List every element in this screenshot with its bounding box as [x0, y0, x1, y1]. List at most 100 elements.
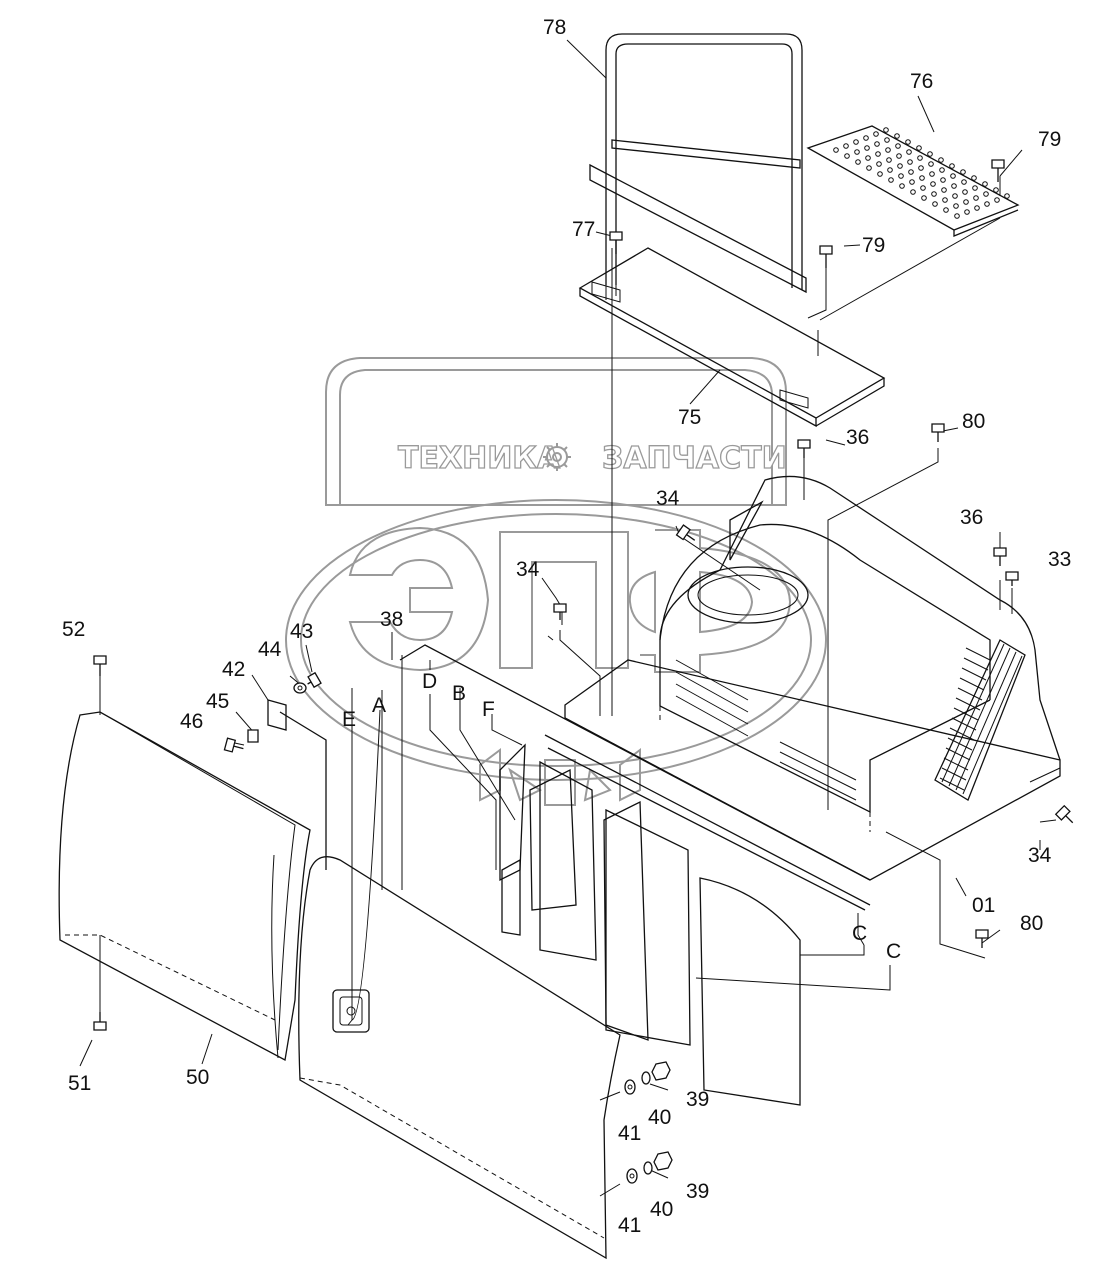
perforation-hole — [918, 165, 924, 171]
label-34-right: 34 — [1028, 844, 1052, 867]
bolt-icon — [307, 671, 322, 689]
label-36-top: 36 — [846, 426, 869, 449]
grille-line — [951, 717, 977, 731]
watermark-left-word: ТЕХНИКА — [398, 441, 561, 476]
side-panels — [399, 644, 871, 1106]
perforation-hole — [896, 153, 902, 159]
perforation-hole — [930, 181, 936, 187]
perforation-hole — [855, 159, 861, 165]
label-42: 42 — [222, 658, 245, 681]
bolt-icon — [675, 524, 696, 541]
perforation-hole — [916, 145, 922, 151]
perforation-hole — [866, 165, 872, 171]
perforation-hole — [874, 141, 880, 147]
lock-washer-icon — [643, 1161, 653, 1175]
nut-icon — [653, 1151, 673, 1171]
perforation-hole — [894, 133, 900, 139]
perforation-hole — [864, 145, 870, 151]
lock-washer-icon — [641, 1071, 651, 1085]
perforation-hole — [886, 157, 892, 163]
label-C-left: C — [852, 922, 867, 945]
label-E: E — [342, 708, 356, 731]
perforation-hole — [883, 127, 889, 133]
bolt-icon — [797, 439, 811, 458]
grille-line — [941, 643, 1005, 783]
bolt-icon — [93, 655, 107, 676]
perforation-hole — [854, 149, 860, 155]
perforation-hole — [942, 197, 948, 203]
door-50 — [58, 711, 311, 1061]
washer-icon — [626, 1168, 638, 1184]
label-40-upper: 40 — [648, 1106, 671, 1129]
perforation-hole — [1004, 193, 1010, 199]
perforation-hole — [844, 153, 850, 159]
perforation-hole — [941, 187, 947, 193]
label-44: 44 — [258, 638, 282, 661]
perforation-hole — [905, 139, 911, 145]
bolt-icon — [975, 929, 989, 948]
grille-line — [943, 757, 969, 771]
label-D: D — [422, 670, 437, 693]
perforation-hole — [929, 171, 935, 177]
fasteners — [93, 159, 1074, 1184]
label-80-bottom: 80 — [1020, 912, 1043, 935]
perforation-hole — [865, 155, 871, 161]
perforation-hole — [895, 143, 901, 149]
grille-line — [961, 667, 987, 681]
perforation-hole — [927, 151, 933, 157]
perforation-hole — [954, 213, 960, 219]
part-labels: 78 76 79 77 79 75 80 36 34 34 36 33 38 5… — [62, 16, 1071, 1237]
perforation-hole — [974, 205, 980, 211]
perforation-hole — [884, 137, 890, 143]
gear-icon — [543, 443, 571, 471]
bolt-icon — [223, 737, 244, 753]
label-F: F — [482, 698, 495, 721]
label-34-mid: 34 — [516, 558, 540, 581]
perforation-hole — [876, 161, 882, 167]
label-33: 33 — [1048, 548, 1071, 571]
plate-75 — [578, 247, 886, 428]
leader-lines — [79, 39, 1061, 1197]
bolt-icon — [93, 1012, 107, 1031]
label-36-right: 36 — [960, 506, 983, 529]
grille-line — [945, 747, 971, 761]
bolt-icon — [991, 159, 1005, 182]
label-C-right: C — [886, 940, 901, 963]
label-76: 76 — [910, 70, 933, 93]
nut-icon — [651, 1061, 671, 1081]
bolt-icon — [609, 231, 623, 254]
perforation-hole — [932, 201, 938, 207]
grille-line — [963, 657, 989, 671]
grille-line — [957, 687, 983, 701]
perforation-hole — [931, 191, 937, 197]
label-B: B — [452, 682, 466, 705]
bolt-icon — [819, 245, 833, 268]
perforation-hole — [972, 185, 978, 191]
perforation-hole — [907, 159, 913, 165]
label-52: 52 — [62, 618, 85, 641]
cover-01 — [564, 475, 1061, 959]
perforation-hole — [921, 195, 927, 201]
label-43: 43 — [290, 620, 313, 643]
label-34-upper: 34 — [656, 487, 680, 510]
perforation-hole — [928, 161, 934, 167]
label-80-top: 80 — [962, 410, 985, 433]
label-78: 78 — [543, 16, 566, 39]
perforation-hole — [888, 177, 894, 183]
clip-icon — [247, 729, 259, 743]
door-latch — [332, 989, 370, 1033]
perforation-hole — [961, 179, 967, 185]
label-39-lower: 39 — [686, 1180, 709, 1203]
label-41-upper: 41 — [618, 1122, 641, 1145]
bolt-icon — [553, 603, 567, 620]
label-01: 01 — [972, 894, 995, 917]
perforation-hole — [940, 177, 946, 183]
perforation-hole — [898, 173, 904, 179]
perforation-hole — [994, 197, 1000, 203]
label-75: 75 — [678, 406, 701, 429]
washer-icon — [293, 682, 307, 694]
bolt-icon — [1005, 571, 1019, 586]
step-plate-76 — [806, 125, 1020, 237]
label-39-upper: 39 — [686, 1088, 709, 1111]
